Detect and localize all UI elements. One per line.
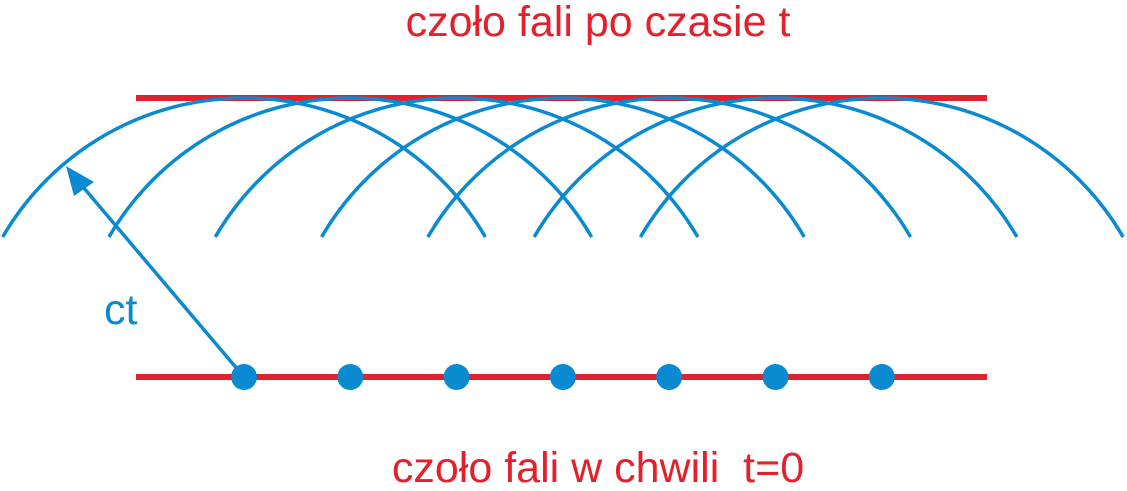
wavelet-arc bbox=[638, 96, 1125, 238]
point-source bbox=[549, 364, 576, 390]
wavelet-arc bbox=[532, 96, 1019, 238]
point-source bbox=[868, 364, 895, 390]
point-source bbox=[762, 364, 789, 390]
point-source bbox=[231, 364, 257, 390]
wavelet-arc bbox=[107, 96, 594, 238]
wavelet-arc bbox=[320, 96, 806, 238]
radius-label: ct bbox=[104, 286, 138, 334]
top-label: czoło fali po czasie t bbox=[406, 0, 791, 46]
point-source bbox=[337, 364, 364, 390]
wavelet-arc bbox=[1, 96, 487, 238]
point-source bbox=[443, 364, 470, 390]
wavelet-arc bbox=[213, 96, 700, 238]
bottom-label: czoło fali w chwili t=0 bbox=[392, 444, 804, 491]
point-source bbox=[656, 364, 683, 390]
point-sources bbox=[231, 364, 895, 390]
wavelet-arc bbox=[426, 96, 913, 238]
radius-arrow bbox=[66, 166, 246, 379]
wavelet-arcs bbox=[1, 96, 1125, 238]
